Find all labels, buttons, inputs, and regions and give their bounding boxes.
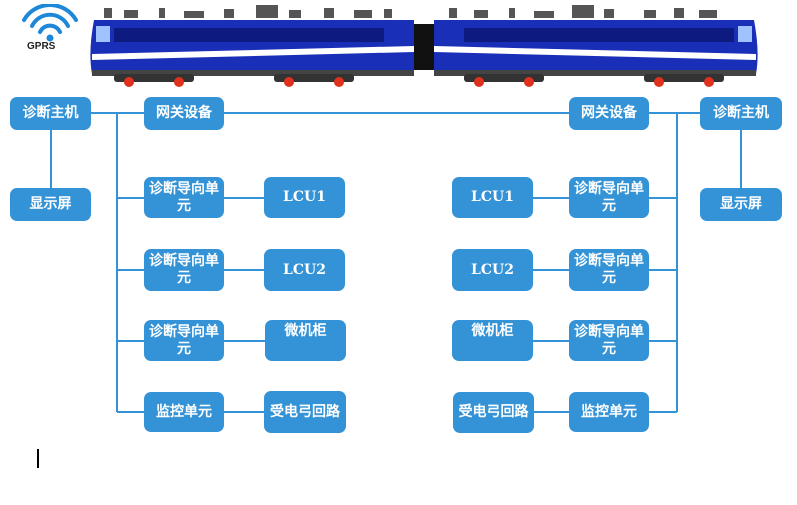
left-diagnostic-guide-unit-1: 诊断导向单元 <box>144 177 224 218</box>
left-diagnostic-guide-unit-3: 诊断导向单元 <box>144 320 224 361</box>
right-lcu1: LCU1 <box>452 177 533 218</box>
left-lcu2: LCU2 <box>264 249 345 291</box>
gprs-label: GPRS <box>27 41 56 52</box>
right-display-screen: 显示屏 <box>700 188 782 221</box>
left-monitor-unit: 监控单元 <box>144 392 224 432</box>
text-cursor <box>37 449 39 468</box>
right-monitor-unit: 监控单元 <box>569 392 649 432</box>
left-pantograph-circuit: 受电弓回路 <box>264 391 346 433</box>
right-gateway-device: 网关设备 <box>569 97 649 130</box>
left-microcomputer-cabinet: 微机柜 <box>265 320 346 361</box>
right-diagnostic-guide-unit-2: 诊断导向单元 <box>569 249 649 291</box>
left-display-screen: 显示屏 <box>10 188 91 221</box>
right-diagnostic-host: 诊断主机 <box>700 97 782 130</box>
locomotive-image <box>84 2 764 88</box>
right-diagnostic-guide-unit-3: 诊断导向单元 <box>569 320 649 361</box>
right-lcu2: LCU2 <box>452 249 533 291</box>
right-diagnostic-guide-unit-1: 诊断导向单元 <box>569 177 649 218</box>
left-lcu1: LCU1 <box>264 177 345 218</box>
left-diagnostic-host: 诊断主机 <box>10 97 91 130</box>
left-diagnostic-guide-unit-2: 诊断导向单元 <box>144 249 224 291</box>
right-pantograph-circuit: 受电弓回路 <box>453 392 534 433</box>
right-microcomputer-cabinet: 微机柜 <box>452 320 533 361</box>
gprs-signal-icon <box>18 2 82 56</box>
left-gateway-device: 网关设备 <box>144 97 224 130</box>
